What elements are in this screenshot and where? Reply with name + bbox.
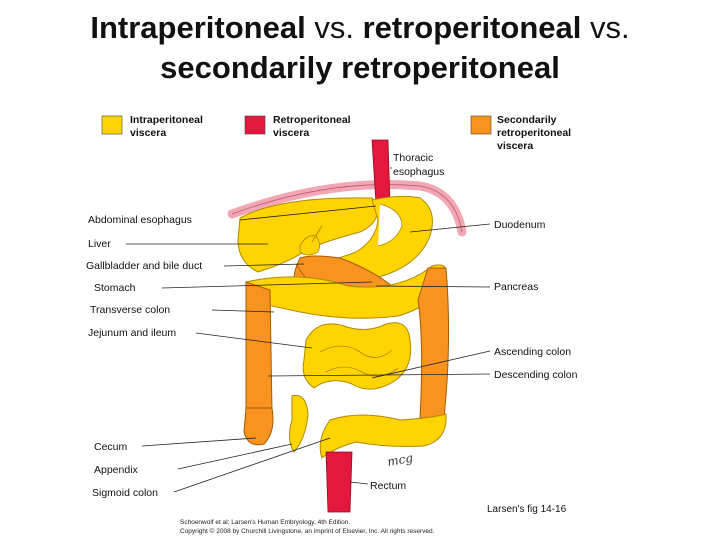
label-duodenum: Duodenum	[494, 219, 546, 231]
rectum	[325, 451, 353, 513]
credit-line-1: Schoenwolf et al: Larsen's Human Embryol…	[180, 519, 350, 526]
legend-secondarily-3: viscera	[497, 140, 533, 152]
legend-secondarily-2: retroperitoneal	[497, 127, 571, 139]
leader-duodenum	[409, 223, 491, 233]
thoracic-esophagus	[371, 139, 391, 205]
title-intraperitoneal: Intraperitoneal	[90, 10, 306, 45]
label-appendix: Appendix	[94, 464, 139, 476]
legend-intraperitoneal-2: viscera	[130, 127, 166, 139]
jejunum-fold-1	[319, 345, 393, 358]
bile-duct	[311, 225, 323, 243]
appendix	[288, 394, 309, 453]
label-transverse-colon: Transverse colon	[90, 304, 170, 316]
title-vs-2: vs.	[589, 10, 630, 45]
title-retroperitoneal: retroperitoneal	[362, 10, 582, 45]
legend-swatch-intraperitoneal	[101, 115, 123, 135]
leader-rectum	[349, 481, 369, 485]
sigmoid-colon	[319, 413, 447, 459]
label-abdominal-esophagus: Abdominal esophagus	[88, 214, 192, 226]
leader-descending-colon	[267, 373, 491, 377]
jejunum-fold-2	[325, 366, 399, 377]
label-cecum: Cecum	[94, 441, 128, 453]
leader-abdominal-esophagus	[239, 205, 377, 221]
leader-appendix	[177, 443, 293, 470]
legend-secondarily-1: Secondarily	[497, 114, 557, 126]
jejunum-ileum	[302, 322, 412, 390]
label-jejunum: Jejunum and ileum	[88, 327, 176, 339]
leader-stomach	[161, 281, 373, 289]
leader-jejunum	[195, 332, 313, 349]
leader-cecum	[141, 437, 257, 447]
legend-swatch-retroperitoneal	[244, 115, 266, 135]
credit-line-2: Copyright © 2008 by Churchill Livingston…	[180, 527, 435, 535]
label-thoracic-esophagus-1: Thoracic	[393, 152, 433, 164]
source-note: Larsen's fig 14-16	[487, 504, 567, 515]
lesser-sac	[377, 203, 403, 247]
label-liver: Liver	[88, 238, 111, 250]
legend-retroperitoneal-1: Retroperitoneal	[273, 114, 351, 126]
label-stomach: Stomach	[94, 282, 136, 294]
label-ascending-colon: Ascending colon	[494, 346, 571, 358]
legend-swatch-secondarily	[470, 115, 492, 135]
artist-signature: mcg	[386, 451, 414, 469]
leader-transverse-colon	[211, 309, 275, 313]
label-thoracic-esophagus-2: esophagus	[393, 166, 444, 178]
label-gallbladder: Gallbladder and bile duct	[86, 260, 202, 272]
page-title: Intraperitoneal vs. retroperitoneal vs. …	[0, 8, 720, 88]
legend: Intraperitoneal viscera Retroperitoneal …	[101, 114, 571, 152]
label-sigmoid: Sigmoid colon	[92, 487, 158, 499]
gallbladder	[299, 235, 320, 256]
label-rectum: Rectum	[370, 480, 406, 492]
descending-colon	[417, 267, 450, 419]
cecum	[243, 407, 274, 446]
title-vs-1: vs.	[314, 10, 354, 45]
peritoneum-outline	[231, 184, 463, 233]
leader-ascending-colon	[371, 350, 491, 379]
legend-intraperitoneal-1: Intraperitoneal	[130, 114, 203, 126]
leader-gallbladder	[223, 263, 305, 267]
leader-sigmoid	[173, 437, 331, 493]
leader-pancreas	[375, 285, 491, 288]
title-secondarily-retroperitoneal: secondarily retroperitoneal	[160, 50, 560, 85]
legend-retroperitoneal-2: viscera	[273, 127, 309, 139]
leader-lines	[126, 167, 491, 493]
label-descending-colon: Descending colon	[494, 369, 578, 381]
ascending-colon	[245, 281, 273, 413]
label-pancreas: Pancreas	[494, 281, 538, 293]
